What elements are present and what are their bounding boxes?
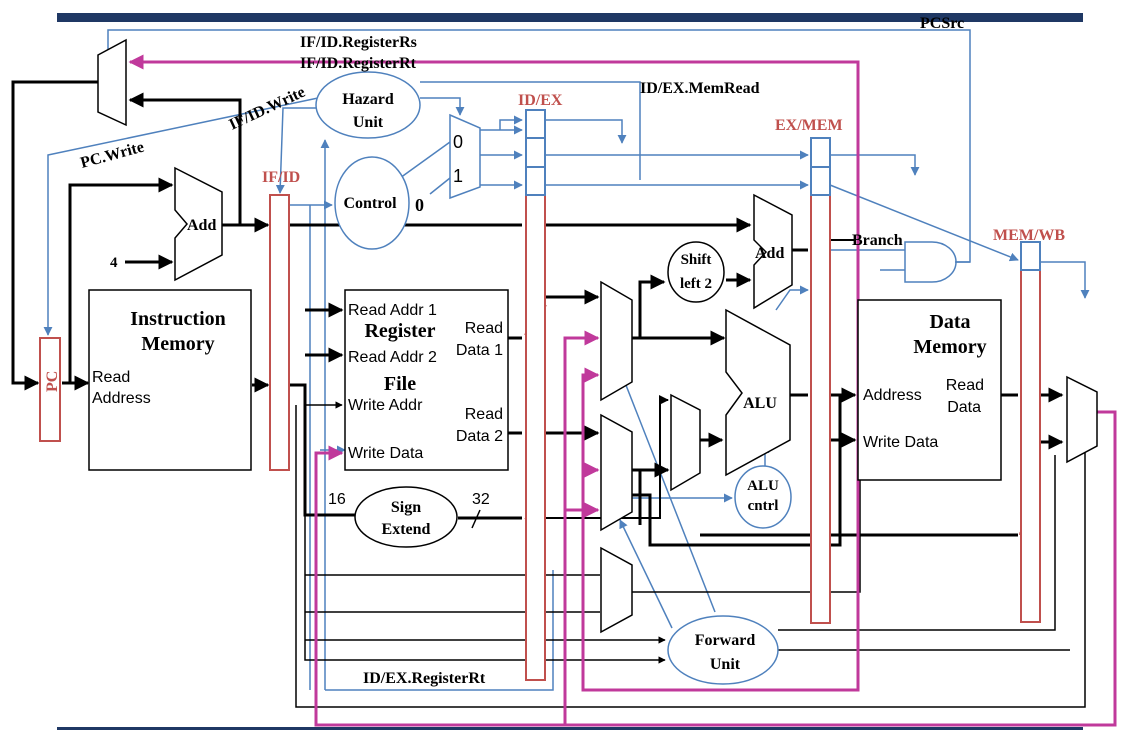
pc-label: PC (44, 371, 61, 392)
top-banner (57, 13, 1083, 22)
dmem-label-2: Memory (913, 336, 986, 358)
read-data-2-top: Read (465, 406, 503, 423)
branch-adder-label: Add (755, 245, 784, 262)
imem-label-1: Instruction (130, 308, 226, 330)
branch-adder (753, 193, 793, 310)
zero-input-label: 0 (415, 195, 424, 215)
data-memory (857, 299, 1002, 481)
write-addr-label: Write Addr (348, 397, 423, 414)
dmem-write-data-label: Write Data (863, 434, 938, 451)
ex-mem-register (810, 194, 831, 624)
branch-label: Branch (852, 232, 903, 249)
alu-control (734, 465, 792, 529)
if-id-rs-label: IF/ID.RegisterRs (300, 34, 417, 51)
sign-extend (354, 486, 458, 548)
ex-mem-label: EX/MEM (775, 117, 843, 134)
control-mux (449, 113, 481, 200)
control-lines (43, 29, 1090, 691)
register-label: Register (364, 320, 435, 342)
if-id-rt-label: IF/ID.RegisterRt (300, 55, 417, 72)
read-addr-1-label: Read Addr 1 (348, 302, 437, 319)
labels: PCSrc IF/ID.RegisterRs IF/ID.RegisterRt … (44, 15, 1065, 687)
forward-unit-label-2: Unit (710, 656, 741, 673)
id-ex-memread-label: ID/EX.MemRead (640, 80, 760, 97)
pcsrc-label: PCSrc (920, 15, 964, 32)
alu-control-label-2: cntrl (748, 498, 779, 514)
alu (725, 308, 791, 477)
id-ex-control-fields (525, 109, 546, 196)
read-data-1-bottom: Data 1 (456, 342, 503, 359)
instruction-memory (88, 289, 252, 471)
alu-label: ALU (743, 395, 777, 412)
writeback-mux (1066, 375, 1098, 464)
mem-wb-label: MEM/WB (993, 227, 1065, 244)
dmem-address-label: Address (863, 387, 922, 404)
imem-label-2: Memory (141, 333, 214, 355)
dmem-data-label: Data (947, 399, 981, 416)
constant-four-label: 4 (110, 255, 118, 271)
width-16-label: 16 (328, 491, 346, 508)
imem-read-label: Read (92, 369, 130, 386)
id-ex-rt-label: ID/EX.RegisterRt (363, 670, 486, 687)
if-id-label: IF/ID (262, 169, 300, 186)
write-data-label: Write Data (348, 445, 423, 462)
pc-register (39, 337, 61, 442)
forward-unit-label-1: Forward (695, 632, 756, 649)
pc-adder (174, 166, 223, 282)
shift-left-2 (667, 241, 725, 303)
alusrc-mux (670, 393, 701, 492)
shift-label-2: left 2 (680, 276, 712, 292)
sign-extend-label-2: Extend (382, 521, 431, 538)
forward-mux-b (600, 413, 633, 532)
dmem-read-label: Read (946, 377, 984, 394)
id-ex-register (525, 194, 546, 681)
read-addr-2-label: Read Addr 2 (348, 349, 437, 366)
mem-wb-register (1020, 269, 1041, 623)
control-label: Control (343, 195, 397, 212)
shift-label-1: Shift (681, 252, 712, 268)
file-label: File (384, 373, 416, 395)
bottom-banner (57, 727, 1083, 730)
hazard-label-1: Hazard (342, 91, 394, 108)
register-file (344, 289, 509, 471)
forward-lines (128, 54, 1117, 727)
control-unit (334, 156, 410, 250)
mux-1-label: 1 (453, 166, 463, 186)
imem-address-label: Address (92, 390, 151, 407)
pc-mux (97, 38, 127, 127)
read-data-2-bottom: Data 2 (456, 428, 503, 445)
dmem-label-1: Data (929, 311, 970, 333)
read-data-1-top: Read (465, 320, 503, 337)
branch-and-gate (904, 241, 957, 283)
alu-control-label-1: ALU (747, 478, 779, 494)
pc-adder-label: Add (187, 217, 216, 234)
mux-0-label: 0 (453, 132, 463, 152)
if-id-register (269, 194, 290, 471)
sign-extend-label-1: Sign (391, 499, 421, 516)
hazard-label-2: Unit (353, 114, 384, 131)
regdst-mux (600, 546, 633, 634)
id-ex-label: ID/EX (518, 92, 563, 109)
forward-mux-a (600, 280, 633, 402)
hazard-unit (315, 71, 421, 139)
pc-write-label: PC.Write (79, 139, 146, 172)
width-32-label: 32 (472, 491, 490, 508)
mem-wb-control-fields (1020, 241, 1041, 271)
forward-unit (667, 615, 779, 685)
